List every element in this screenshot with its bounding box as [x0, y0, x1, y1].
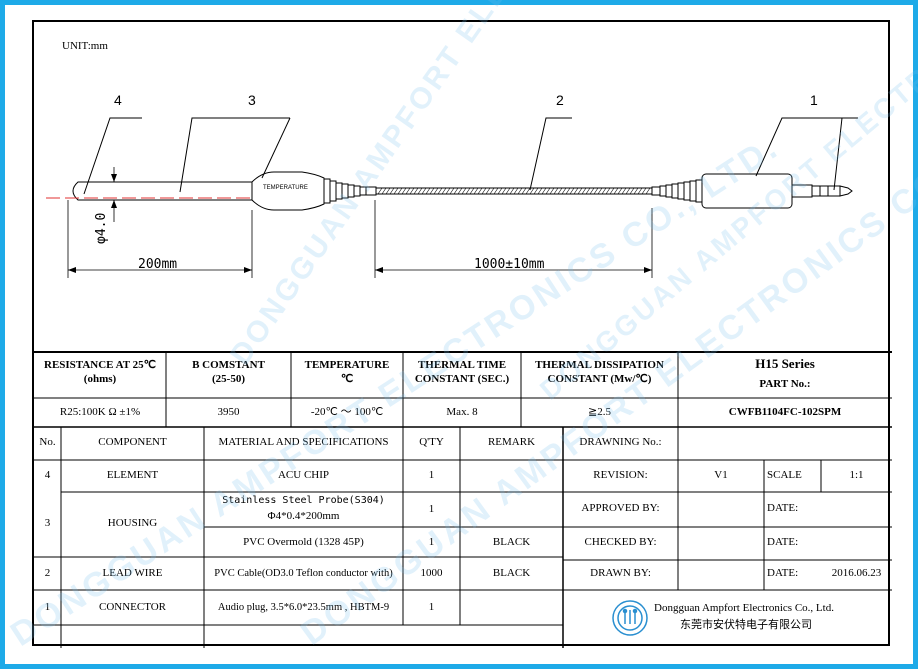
bom-row-no: 2	[44, 567, 51, 579]
drawing-sheet: UNIT:mm 4 3 2 1 TEMPERATURE φ4.0 200mm 1…	[4, 0, 918, 654]
drawn-date-label: DATE:	[767, 567, 799, 579]
company-name-en: Dongguan Ampfort Electronics Co., Ltd.	[654, 602, 834, 614]
checked-label: CHECKED BY:	[584, 536, 657, 548]
bom-row-remark: BLACK	[492, 536, 531, 548]
drawn-date-value: 2016.06.23	[831, 567, 882, 579]
revision-label: REVISION:	[593, 469, 648, 481]
bom-row-remark: BLACK	[492, 567, 531, 579]
bom-row-no: 1	[44, 601, 51, 613]
bom-row-component: CONNECTOR	[98, 601, 167, 613]
dim-cable-length: 1000±10mm	[474, 257, 545, 272]
part-no-value: CWFB1104FC-102SPM	[728, 406, 842, 418]
drawn-label: DRAWN BY:	[590, 567, 651, 579]
dim-diameter: φ4.0	[94, 212, 109, 244]
thermal-dissipation-value: ≧2.5	[588, 406, 611, 418]
scale-label: SCALE	[767, 469, 802, 481]
bom-row-qty: 1000	[420, 567, 443, 579]
bom-row-material: ACU CHIP	[277, 469, 330, 481]
unit-label: UNIT:mm	[62, 40, 108, 52]
company-logo	[612, 600, 648, 636]
bom-header-no: No.	[39, 436, 56, 448]
resistance-header: RESISTANCE AT 25℃(ohms)	[44, 359, 156, 385]
bom-header-qty: Q'TY	[419, 436, 444, 448]
b-constant-value: 3950	[217, 406, 240, 418]
bom-row-component: LEAD WIRE	[102, 567, 163, 579]
checked-date-label: DATE:	[767, 536, 799, 548]
callout-3: 3	[248, 92, 256, 108]
series-title: H15 Series	[755, 356, 815, 371]
bom-row-qty: 1	[428, 536, 435, 548]
bom-header-component: COMPONENT	[98, 436, 167, 448]
bom-row-material-size: Φ4*0.4*200mm	[267, 510, 340, 522]
bom-row-material: PVC Cable(OD3.0 Teflon conductor with)	[214, 568, 393, 579]
drawing-no-label: DRAWNING No.:	[579, 436, 662, 448]
bom-row-component: HOUSING	[107, 517, 158, 529]
bom-row-qty: 1	[428, 503, 435, 515]
b-constant-header: B COMSTANT(25-50)	[192, 359, 265, 385]
callout-4: 4	[114, 92, 122, 108]
bom-row-component: ELEMENT	[106, 469, 159, 481]
company-name-cn: 东莞市安伏特电子有限公司	[680, 619, 812, 631]
bom-row-material: Stainless Steel Probe(S304)	[222, 495, 385, 506]
bom-header-material: MATERIAL AND SPECIFICATIONS	[218, 436, 389, 448]
drawing-lines	[34, 117, 892, 648]
bom-row-qty: 1	[428, 469, 435, 481]
bom-row-material: Audio plug, 3.5*6.0*23.5mm , HBTM-9	[217, 602, 390, 613]
approved-date-label: DATE:	[767, 502, 799, 514]
probe-label: TEMPERATURE	[263, 185, 308, 191]
callout-1: 1	[810, 92, 818, 108]
bom-row-qty: 1	[428, 601, 435, 613]
thermal-time-value: Max. 8	[446, 406, 478, 418]
approved-label: APPROVED BY:	[581, 502, 660, 514]
scale-value: 1:1	[849, 469, 864, 481]
dim-probe-length: 200mm	[138, 257, 178, 272]
bom-header-remark: REMARK	[487, 436, 536, 448]
cable-hatch	[377, 187, 651, 195]
bom-row-no: 4	[44, 469, 51, 481]
revision-value: V1	[714, 469, 728, 481]
callout-2: 2	[556, 92, 564, 108]
temperature-header: TEMPERATURE℃	[304, 359, 390, 385]
bom-row-material: PVC Overmold (1328 45P)	[243, 536, 364, 548]
bom-row-no: 3	[44, 517, 51, 529]
part-no-label: PART No.:	[759, 378, 811, 390]
resistance-value: R25:100K Ω ±1%	[59, 406, 141, 418]
temperature-range: -20℃ ～ 100℃	[310, 406, 384, 418]
